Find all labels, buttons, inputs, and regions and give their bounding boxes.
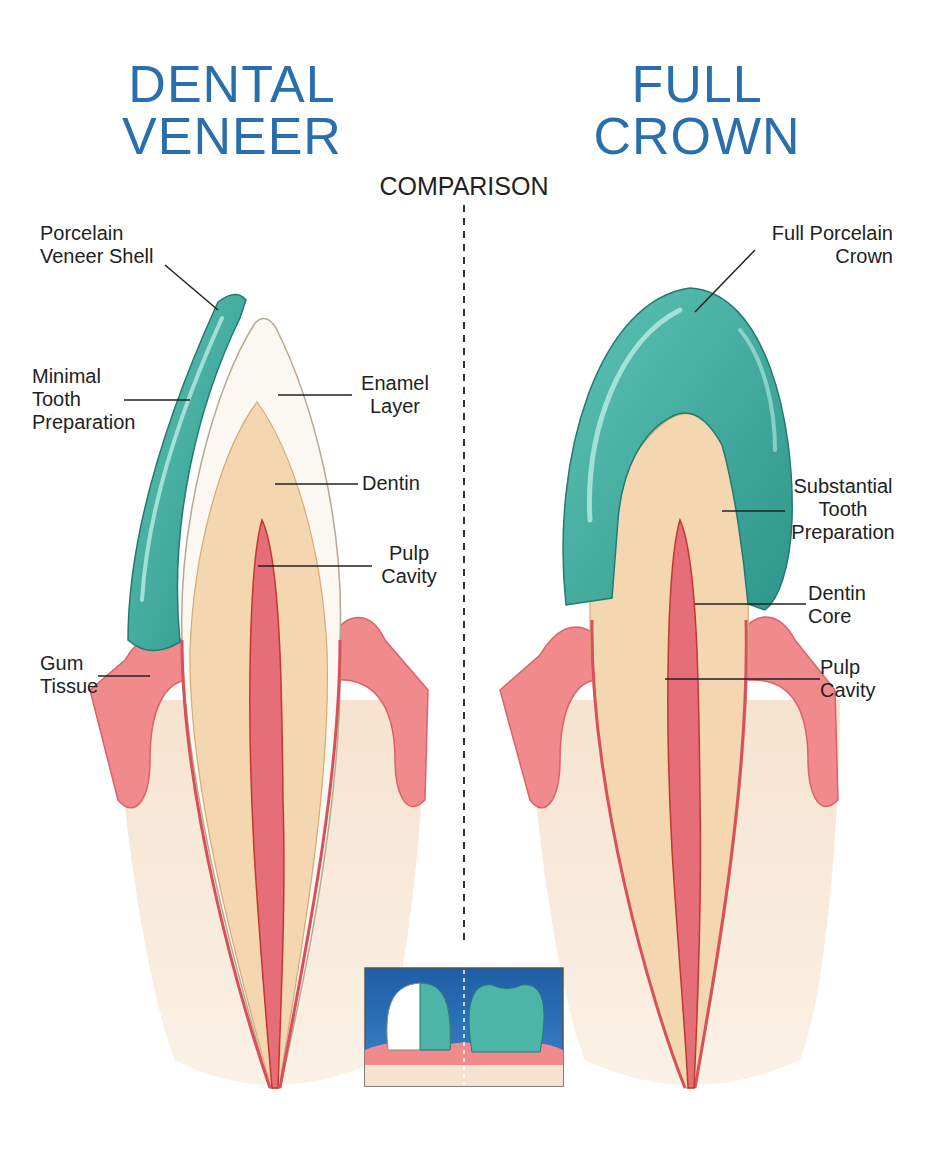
dentin bbox=[190, 402, 327, 1088]
gum-tissue bbox=[500, 627, 598, 808]
gum-tissue bbox=[330, 617, 428, 806]
crown-shell bbox=[563, 288, 792, 610]
gum-tissue bbox=[742, 617, 838, 806]
main-heading: FULL CROWN bbox=[567, 58, 827, 162]
part-label: Porcelain Veneer Shell bbox=[40, 222, 175, 268]
subtitle: COMPARISON bbox=[354, 172, 574, 201]
pulp-cavity bbox=[250, 520, 284, 1088]
part-label: Gum Tissue bbox=[40, 652, 112, 698]
part-label: Substantial Tooth Preparation bbox=[782, 475, 904, 544]
part-label: Dentin Core bbox=[808, 582, 890, 628]
inset-comparison bbox=[365, 968, 563, 1086]
crown-highlight bbox=[740, 330, 775, 450]
divider-line bbox=[463, 205, 465, 945]
part-label: Pulp Cavity bbox=[373, 542, 445, 588]
leader-lines bbox=[98, 250, 820, 679]
main-heading: DENTAL VENEER bbox=[102, 58, 362, 162]
enamel-layer bbox=[182, 319, 341, 1088]
part-label: Pulp Cavity bbox=[820, 656, 892, 702]
part-label: Enamel Layer bbox=[350, 372, 440, 418]
crown-highlight bbox=[590, 310, 680, 520]
part-label: Full Porcelain Crown bbox=[755, 222, 893, 268]
veneer-shell bbox=[128, 294, 246, 650]
gum-tissue bbox=[90, 633, 190, 808]
pulp-cavity bbox=[668, 520, 701, 1088]
part-label: Minimal Tooth Preparation bbox=[32, 365, 150, 434]
part-label: Dentin bbox=[362, 472, 442, 495]
veneer-highlight bbox=[142, 318, 222, 600]
